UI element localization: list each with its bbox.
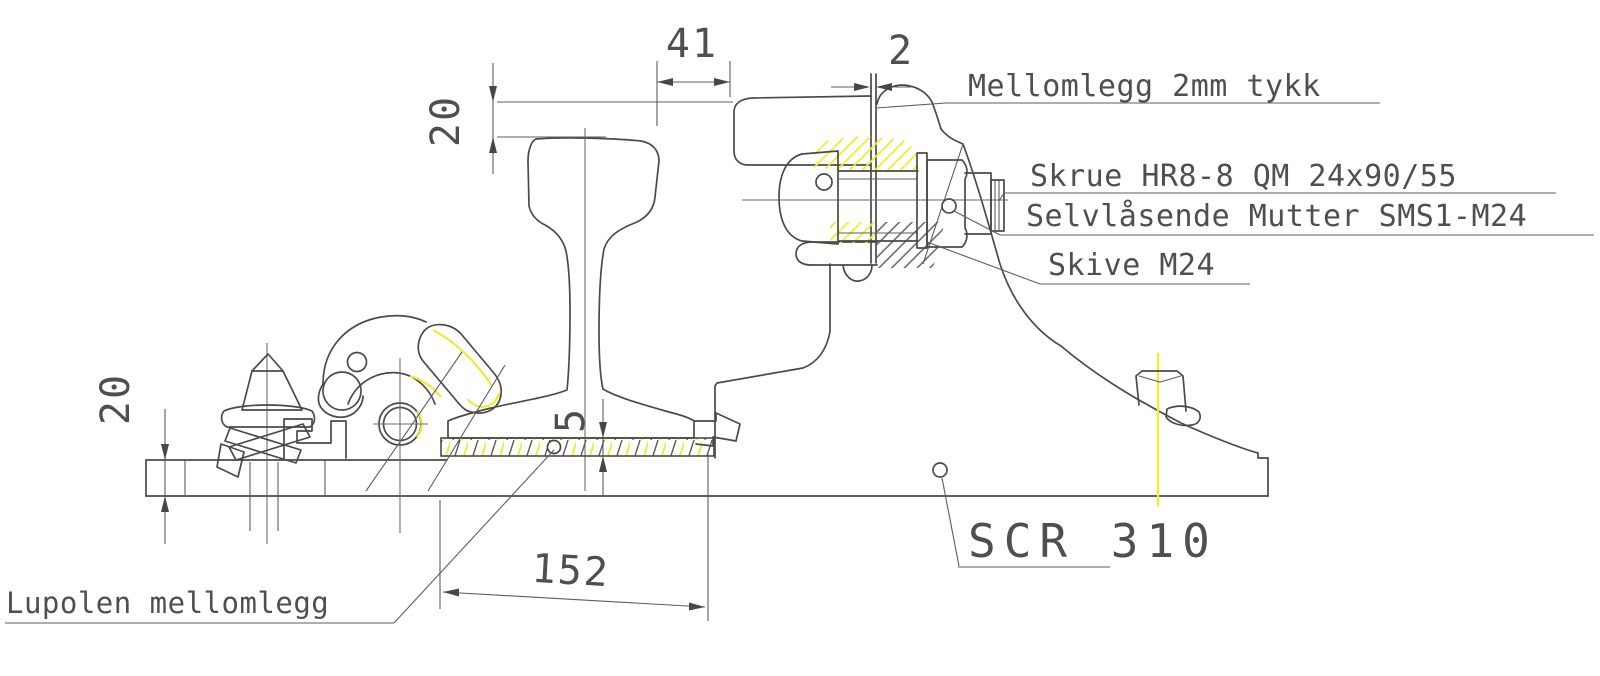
bolt-assembly (742, 150, 1008, 249)
label-baseplate-text: SCR 310 (968, 514, 1218, 568)
screw-shank (249, 462, 279, 531)
sleeper-screw-left (216, 343, 316, 544)
dim-20-top-value: 20 (423, 95, 469, 147)
label-shim-text: Mellomlegg 2mm tykk (968, 69, 1321, 104)
clamp-right-lobe (417, 323, 503, 414)
rail-brace (714, 84, 1269, 497)
dim-20-left: 20 (93, 373, 169, 544)
spring-washer-coil (228, 423, 311, 461)
label-shim: Mellomlegg 2mm tykk (875, 69, 1380, 109)
base-plate (145, 459, 1269, 497)
label-nut: Selvlåsende Mutter SMS1-M24 (953, 199, 1594, 236)
label-washer: Skive M24 (926, 241, 1250, 285)
label-baseplate: SCR 310 (941, 477, 1218, 568)
clamp-centerlines (373, 358, 428, 533)
label-pad-text: Lupolen mellomlegg (6, 586, 329, 620)
dim-2-value: 2 (888, 28, 914, 74)
washer (916, 152, 928, 249)
rail-profile (447, 128, 695, 491)
clamp-highlight (432, 329, 493, 387)
label-pad: Lupolen mellomlegg (5, 449, 555, 624)
clamp-leg-lines (365, 351, 506, 492)
dim-20-left-value: 20 (93, 373, 139, 425)
label-screw: Skrue HR8-8 QM 24x90/55 (998, 159, 1556, 202)
dim-5: 5 (548, 399, 607, 497)
dim-152-value: 152 (530, 546, 611, 596)
bolt-head (778, 150, 839, 245)
label-screw-text: Skrue HR8-8 QM 24x90/55 (1030, 159, 1457, 194)
dim-41-value: 41 (666, 21, 718, 67)
nut-leader-dot (941, 198, 957, 214)
label-nut-text: Selvlåsende Mutter SMS1-M24 (1026, 199, 1527, 234)
dim-5-value: 5 (548, 407, 594, 433)
dim-20-top: 20 (423, 63, 733, 174)
chair-lip (693, 412, 741, 447)
label-washer-text: Skive M24 (1048, 248, 1215, 283)
clip-holder (283, 418, 347, 459)
tension-clamp (317, 314, 506, 533)
slope-screw-washer (1165, 405, 1202, 427)
brace-section-hatch-upper (812, 136, 917, 170)
pad-leader-dot (546, 439, 562, 455)
plate-leader-dot (932, 462, 948, 478)
slope-screw (1135, 353, 1202, 506)
dim-2: 2 (831, 28, 914, 91)
rail-pad (440, 437, 715, 457)
brace-toe-bar (795, 241, 878, 266)
bolt-thread-end (994, 180, 1000, 231)
nut (926, 159, 968, 248)
clamp-upper-arm (733, 95, 872, 166)
dim-41: 41 (656, 21, 731, 126)
dim-152: 152 (439, 452, 709, 621)
